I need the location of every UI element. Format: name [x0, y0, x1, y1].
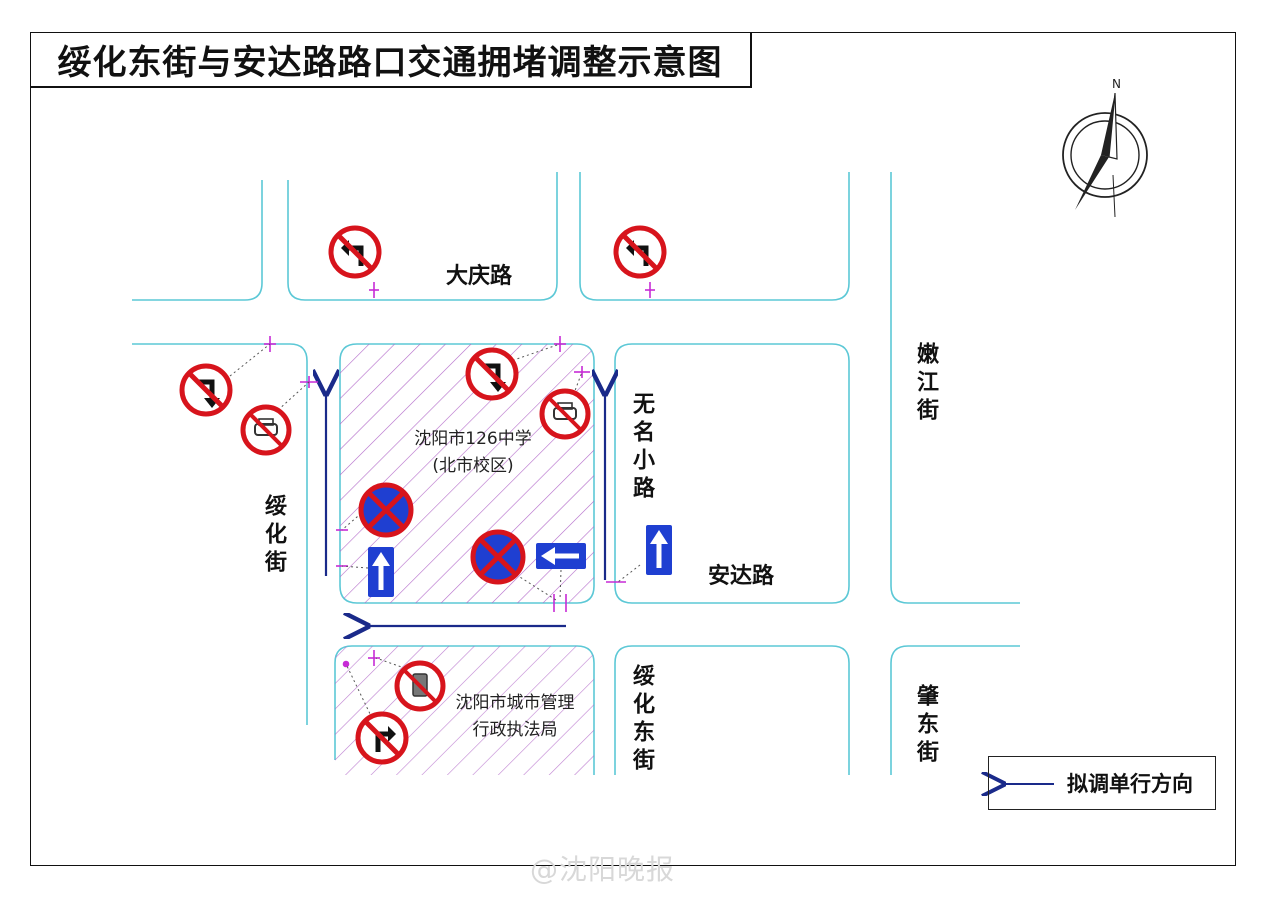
bureau-name-line2: 行政执法局 — [472, 720, 558, 741]
block-far-se-edge — [890, 645, 1020, 775]
legend: 拟调单行方向 — [988, 756, 1216, 810]
one-way-up-icon — [368, 547, 394, 597]
no-left-turn-icon — [613, 225, 667, 279]
block-n-edge — [287, 172, 558, 301]
no-motor-vehicle-icon — [240, 404, 292, 456]
school-campus: (北市校区) — [432, 456, 514, 477]
road-label-suihua: 绥化街 — [261, 494, 286, 578]
compass-icon — [1062, 92, 1148, 218]
road-label-anda: 安达路 — [708, 564, 775, 589]
block-se-edge — [614, 645, 850, 775]
title-box: 绥化东街与安达路路口交通拥堵调整示意图 — [30, 32, 752, 88]
no-right-turn-icon — [179, 363, 233, 417]
block-w-edge — [132, 343, 308, 725]
road-label-daqing: 大庆路 — [446, 264, 513, 289]
no-straight-right-turn-icon — [355, 711, 409, 765]
no-right-turn-icon — [465, 347, 519, 401]
block-ne-edge — [579, 172, 850, 301]
road-label-nenjiang: 嫩江街 — [913, 342, 938, 426]
one-way-up-icon — [646, 525, 672, 575]
block-e-edge — [614, 343, 850, 604]
watermark: @沈阳晚报 — [530, 853, 676, 886]
no-stopping-icon — [358, 482, 414, 538]
school-area-hatch — [340, 344, 594, 603]
one-way-left-icon — [536, 543, 586, 569]
bureau-name-line1: 沈阳市城市管理 — [455, 693, 575, 713]
block-nw-top-edge — [132, 180, 263, 301]
road-label-wuming: 无名小路 — [629, 392, 654, 504]
block-far-e-edge — [890, 172, 1020, 604]
page-title: 绥化东街与安达路路口交通拥堵调整示意图 — [57, 42, 723, 83]
road-label-suihua-east: 绥化东街 — [629, 664, 654, 776]
school-name: 沈阳市126中学 — [414, 429, 532, 449]
map-frame — [30, 32, 1236, 866]
road-label-zhaodong: 肇东街 — [913, 684, 938, 768]
no-motor-vehicle-icon — [539, 388, 591, 440]
compass-north-label: N — [1112, 77, 1121, 91]
no-stopping-icon — [470, 529, 526, 585]
area-label-school: 沈阳市126中学 (北市校区) — [398, 426, 548, 480]
area-label-bureau: 沈阳市城市管理 行政执法局 — [444, 690, 586, 744]
legend-label: 拟调单行方向 — [1067, 772, 1193, 796]
one-way-arrows — [326, 392, 605, 626]
no-left-turn-icon — [328, 225, 382, 279]
no-truck-icon — [394, 660, 446, 712]
